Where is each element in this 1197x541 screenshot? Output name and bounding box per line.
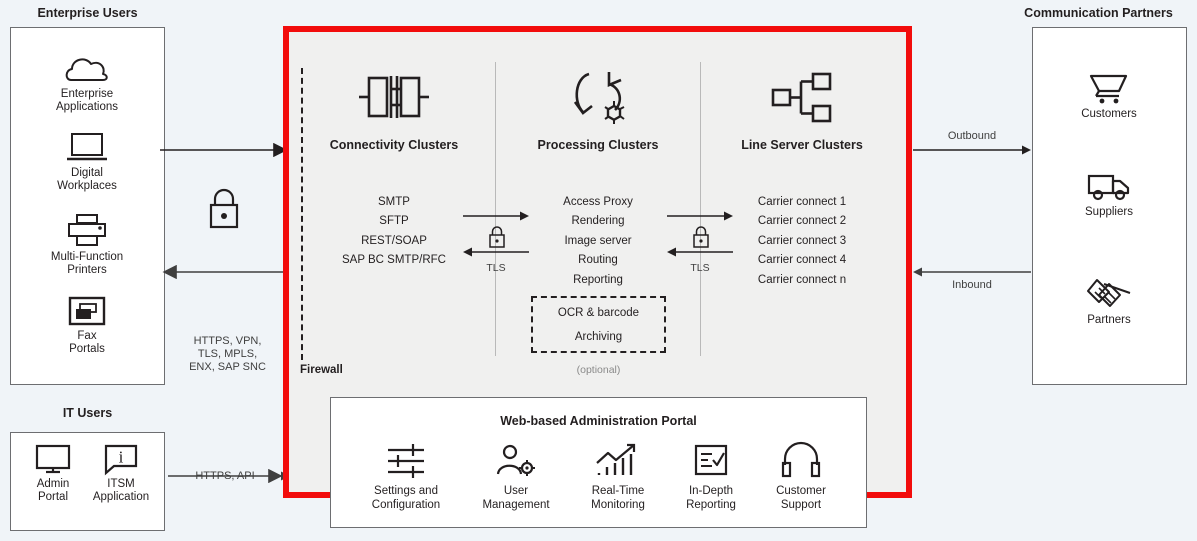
- truck-icon: [1086, 172, 1132, 202]
- separator-processing-lineserver: [700, 62, 701, 356]
- settings-and-configuration-item[interactable]: Settings and Configuration: [351, 443, 461, 512]
- processing-clusters-icon: [567, 68, 631, 126]
- processing-clusters-title: Processing Clusters: [537, 138, 659, 152]
- monitor-icon: [34, 444, 72, 474]
- laptop-icon: [65, 131, 109, 163]
- handshake-icon: [1086, 276, 1132, 310]
- enterprise-users-box: [10, 27, 165, 385]
- suppliers-label: Suppliers: [1085, 206, 1133, 218]
- service-item: Image server: [564, 234, 632, 247]
- real-time-monitoring-label: Real-Time Monitoring: [591, 485, 645, 511]
- admin-portal-item[interactable]: Admin Portal: [0, 444, 113, 504]
- it-users-title: IT Users: [62, 406, 113, 420]
- processing-clusters-services: Access Proxy Rendering Image server Rout…: [508, 193, 688, 290]
- service-item: Rendering: [571, 215, 625, 228]
- tls-link-2-padlock-icon: [691, 224, 711, 249]
- customers-label: Customers: [1081, 108, 1137, 120]
- service-item: Access Proxy: [563, 196, 633, 208]
- user-management-label: User Management: [482, 485, 550, 511]
- suppliers-item[interactable]: Suppliers: [1049, 172, 1169, 219]
- service-item: Carrier connect 2: [757, 215, 847, 228]
- tls-link-2-arrows: [667, 211, 733, 257]
- real-time-monitoring-item[interactable]: Real-Time Monitoring: [563, 443, 673, 512]
- report-check-icon: [689, 443, 733, 479]
- line-server-clusters-services: Carrier connect 1 Carrier connect 2 Carr…: [712, 193, 892, 290]
- tls-link-1-padlock-icon: [487, 224, 507, 249]
- user-gear-icon: [494, 443, 538, 479]
- optional-note: (optional): [576, 364, 621, 376]
- service-item: Carrier connect 1: [757, 196, 847, 208]
- enterprise-protocols-label: HTTPS, VPN, TLS, MPLS, ENX, SAP SNC: [189, 335, 266, 373]
- left-connection-arrows: [160, 142, 288, 280]
- multi-function-printers-item[interactable]: Multi-Function Printers: [27, 213, 147, 277]
- digital-workplaces-item[interactable]: Digital Workplaces: [27, 131, 147, 193]
- settings-and-configuration-label: Settings and Configuration: [371, 485, 441, 511]
- service-item: Routing: [578, 254, 618, 267]
- separator-connectivity-processing: [495, 62, 496, 356]
- multi-function-printers-label: Multi-Function Printers: [50, 251, 124, 276]
- connectivity-clusters-icon: [357, 70, 431, 124]
- svg-text:i: i: [119, 448, 124, 467]
- outbound-arrow: [913, 145, 1031, 155]
- customer-support-label: Customer Support: [776, 485, 826, 511]
- user-management-item[interactable]: User Management: [461, 443, 571, 512]
- service-item: Carrier connect n: [757, 273, 847, 286]
- itsm-application-item[interactable]: i ITSM Application: [61, 444, 181, 504]
- service-item: REST/SOAP: [361, 234, 427, 247]
- digital-workplaces-label: Digital Workplaces: [57, 167, 117, 192]
- admin-portal-label: Admin Portal: [36, 478, 70, 503]
- inbound-label: Inbound: [952, 279, 992, 291]
- in-depth-reporting-item[interactable]: In-Depth Reporting: [656, 443, 766, 512]
- fax-portals-label: Fax Portals: [69, 330, 105, 355]
- optional-item: Archiving: [574, 330, 623, 343]
- service-item: SMTP: [378, 196, 410, 208]
- service-item: Carrier connect 4: [757, 254, 847, 267]
- inbound-arrow: [913, 267, 1031, 277]
- in-depth-reporting-label: In-Depth Reporting: [686, 485, 736, 511]
- tls-link-1-arrows: [463, 211, 529, 257]
- sliders-icon: [384, 443, 428, 479]
- itsm-application-label: ITSM Application: [92, 478, 150, 503]
- fax-icon: [68, 296, 106, 326]
- enterprise-applications-item[interactable]: Enterprise Applications: [27, 54, 147, 114]
- service-item: SAP BC SMTP/RFC: [342, 254, 446, 267]
- customers-item[interactable]: Customers: [1049, 72, 1169, 121]
- enterprise-applications-label: Enterprise Applications: [55, 88, 118, 113]
- headset-icon: [780, 441, 822, 479]
- printer-icon: [65, 213, 109, 247]
- fax-portals-item[interactable]: Fax Portals: [27, 296, 147, 356]
- customer-support-item[interactable]: Customer Support: [746, 441, 856, 512]
- communication-partners-title: Communication Partners: [1024, 6, 1173, 20]
- connectivity-clusters-services: SMTP SFTP REST/SOAP SAP BC SMTP/RFC: [304, 193, 484, 271]
- optional-services-box: OCR & barcode Archiving: [531, 296, 666, 353]
- tls-link-1-label: TLS: [486, 262, 506, 274]
- service-item: Carrier connect 3: [757, 234, 847, 247]
- enterprise-users-title: Enterprise Users: [37, 6, 138, 20]
- info-bubble-icon: i: [103, 444, 139, 476]
- firewall-dashed-line: [301, 68, 303, 360]
- service-item: Reporting: [573, 273, 623, 286]
- shopping-cart-icon: [1088, 72, 1130, 104]
- line-server-clusters-title: Line Server Clusters: [741, 138, 863, 152]
- service-item: SFTP: [379, 215, 409, 228]
- outbound-label: Outbound: [947, 130, 997, 142]
- left-padlock-icon: [206, 186, 242, 230]
- cloud-icon: [64, 54, 110, 84]
- admin-portal-title: Web-based Administration Portal: [500, 414, 697, 428]
- partners-label: Partners: [1087, 314, 1131, 326]
- connectivity-clusters-title: Connectivity Clusters: [329, 138, 459, 152]
- tls-link-2-label: TLS: [690, 262, 710, 274]
- it-protocols-label: HTTPS, API: [195, 470, 255, 482]
- it-users-box: [10, 432, 165, 531]
- communication-partners-box: [1032, 27, 1187, 385]
- firewall-label: Firewall: [300, 364, 343, 376]
- chart-monitor-icon: [594, 443, 642, 479]
- partners-item[interactable]: Partners: [1049, 276, 1169, 327]
- optional-item: OCR & barcode: [557, 306, 640, 319]
- line-server-clusters-icon: [771, 72, 833, 124]
